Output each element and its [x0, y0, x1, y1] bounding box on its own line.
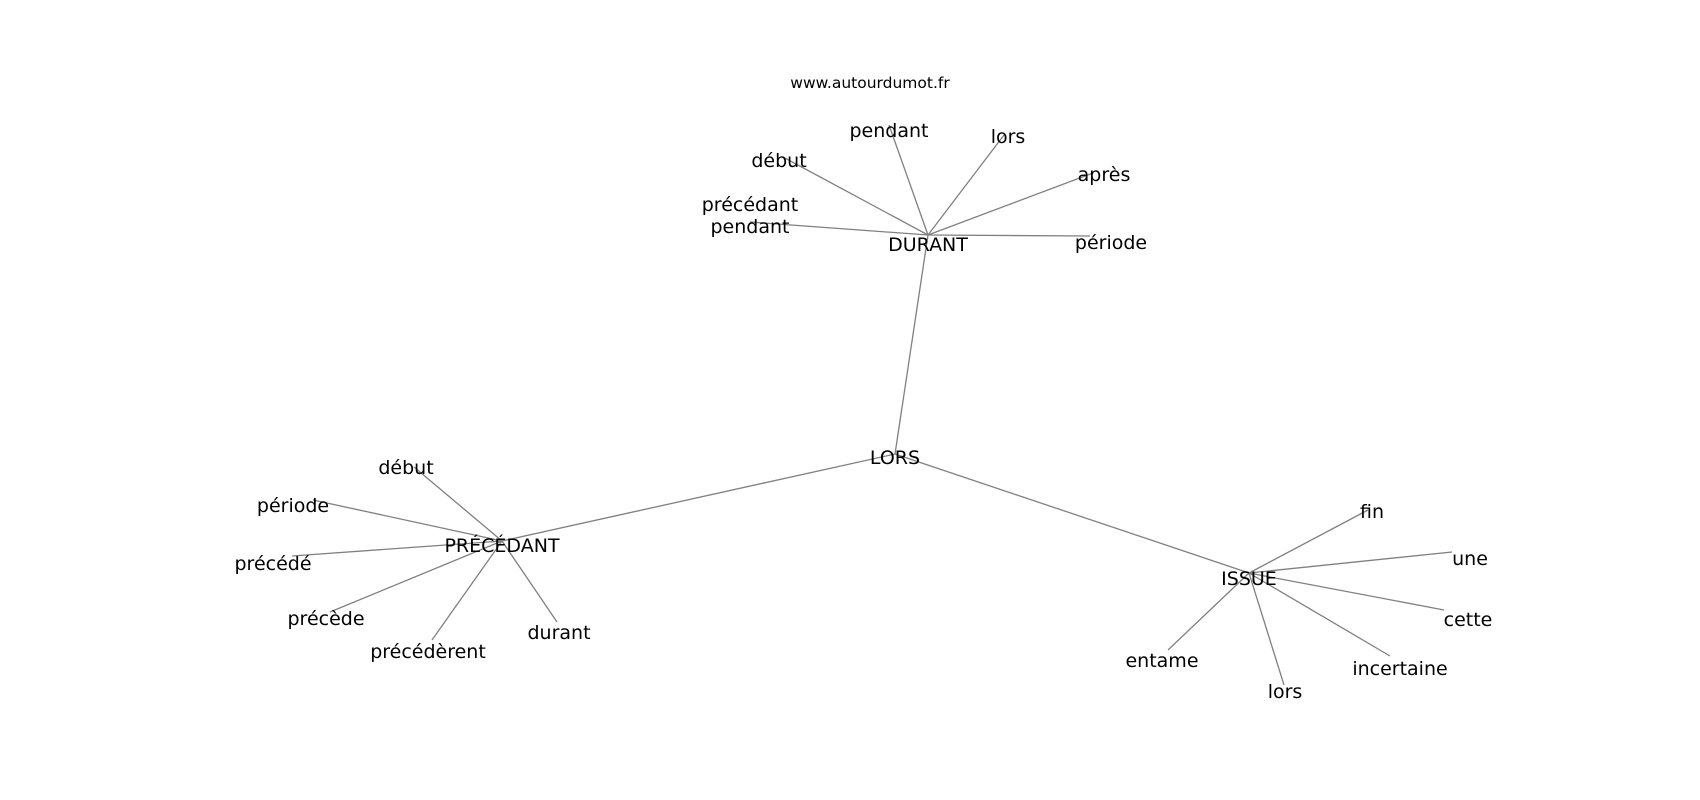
- edge-issue-1: [1248, 551, 1453, 574]
- neighbor-node-issue-5[interactable]: lors: [1268, 681, 1303, 703]
- edge-durant-4: [749, 221, 929, 236]
- neighbor-node-durant-5[interactable]: période: [1075, 232, 1147, 254]
- watermark-text[interactable]: www.autourdumot.fr: [790, 74, 950, 92]
- neighbor-node-precedant-3[interactable]: précède: [287, 608, 364, 630]
- edge-issue-2: [1248, 572, 1445, 611]
- hub-node-issue[interactable]: ISSUE: [1221, 568, 1277, 590]
- edge-precedant-4: [431, 540, 503, 641]
- neighbor-node-precedant-0[interactable]: début: [378, 457, 433, 479]
- center-node-label[interactable]: LORS: [870, 447, 920, 469]
- edge-center-durant: [894, 234, 929, 455]
- edge-center-precedant: [501, 453, 896, 542]
- edge-issue-3: [1248, 572, 1391, 657]
- edge-durant-1: [927, 134, 1005, 236]
- edge-precedant-3: [329, 540, 503, 613]
- neighbor-node-issue-3[interactable]: incertaine: [1352, 658, 1447, 680]
- neighbor-node-precedant-1[interactable]: période: [257, 495, 329, 517]
- neighbor-node-issue-2[interactable]: cette: [1444, 609, 1493, 631]
- edge-durant-5: [927, 234, 1091, 237]
- neighbor-node-precedant-4[interactable]: précédèrent: [370, 641, 486, 663]
- neighbor-node-precedant-2[interactable]: précédé: [234, 553, 311, 575]
- graph-labels: www.autourdumot.fr LORS DURANT pendant lors…: [234, 74, 1492, 703]
- neighbor-node-durant-3[interactable]: après: [1078, 164, 1131, 186]
- neighbor-node-durant-1[interactable]: lors: [991, 126, 1026, 148]
- edge-issue-5: [1248, 572, 1285, 686]
- graph-edges: [291, 124, 1453, 686]
- edge-issue-0: [1248, 509, 1369, 574]
- neighbor-node-durant-0[interactable]: pendant: [850, 120, 929, 142]
- edge-durant-2: [782, 156, 929, 236]
- edge-precedant-2: [291, 540, 503, 557]
- neighbor-node-durant-2[interactable]: début: [751, 150, 806, 172]
- neighbor-node-issue-1[interactable]: une: [1452, 548, 1488, 570]
- edge-precedant-1: [312, 499, 503, 542]
- edge-durant-3: [927, 172, 1094, 236]
- neighbor-node-issue-0[interactable]: fin: [1360, 501, 1384, 523]
- edge-durant-0: [888, 124, 929, 236]
- edge-issue-4: [1167, 572, 1250, 651]
- neighbor-node-issue-4[interactable]: entame: [1125, 650, 1198, 672]
- edge-precedant-0: [413, 466, 503, 542]
- hub-node-durant[interactable]: DURANT: [888, 234, 968, 256]
- hub-node-precedant[interactable]: PRÉCÉDANT: [444, 534, 559, 557]
- edge-center-issue: [894, 453, 1250, 574]
- edge-precedant-5: [501, 540, 558, 623]
- neighbor-node-precedant-5[interactable]: durant: [527, 622, 590, 644]
